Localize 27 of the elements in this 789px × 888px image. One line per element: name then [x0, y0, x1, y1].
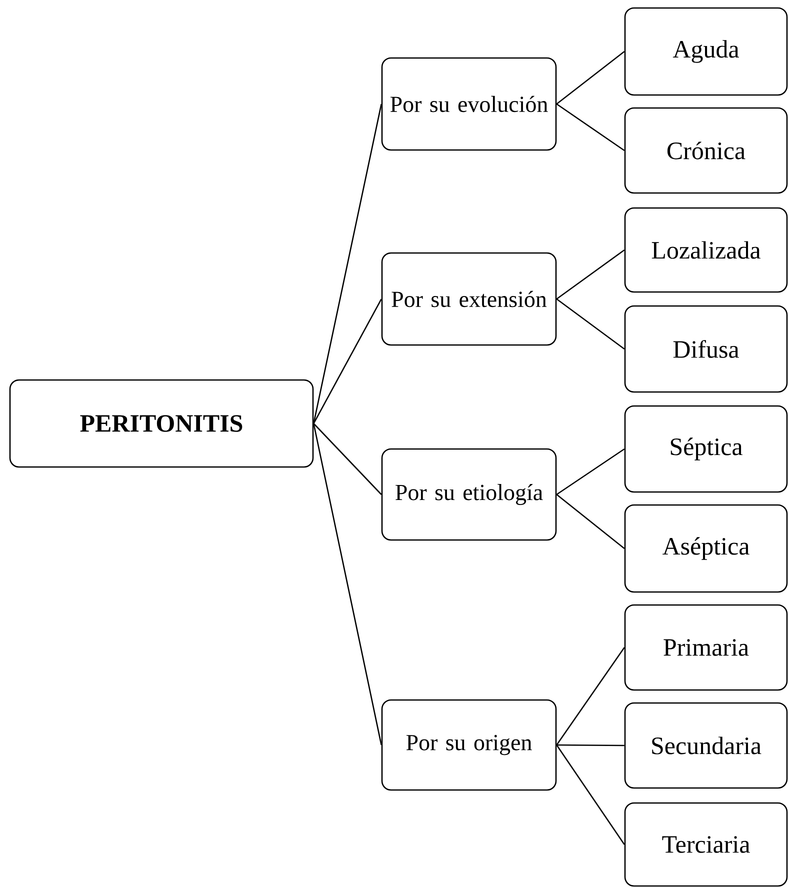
connector-line: [556, 298, 625, 350]
type-box: Primaria: [624, 604, 788, 691]
connector-line: [556, 51, 625, 105]
type-box: Secundaria: [624, 702, 788, 789]
connector-line: [556, 744, 624, 746]
type-box: Aséptica: [624, 504, 788, 593]
type-box: Séptica: [624, 405, 788, 493]
root-box: PERITONITIS: [9, 379, 314, 468]
connector-line: [556, 744, 625, 845]
type-box: Aguda: [624, 7, 788, 96]
connector-line: [556, 494, 625, 550]
type-box: Difusa: [624, 305, 788, 393]
connector-line: [313, 423, 382, 495]
connector-line: [313, 423, 382, 746]
category-box: Por su evolución: [381, 57, 557, 151]
type-box: Lozalizada: [624, 207, 788, 293]
connector-line: [556, 647, 625, 746]
connector-line: [556, 249, 625, 300]
connector-line: [556, 103, 625, 152]
connector-line: [556, 448, 625, 496]
type-box: Crónica: [624, 107, 788, 194]
connector-line: [313, 104, 382, 424]
category-box: Por su extensión: [381, 252, 557, 346]
type-box: Terciaria: [624, 802, 788, 887]
category-box: Por su origen: [381, 699, 557, 791]
connector-line: [313, 298, 382, 424]
category-box: Por su etiología: [381, 448, 557, 541]
